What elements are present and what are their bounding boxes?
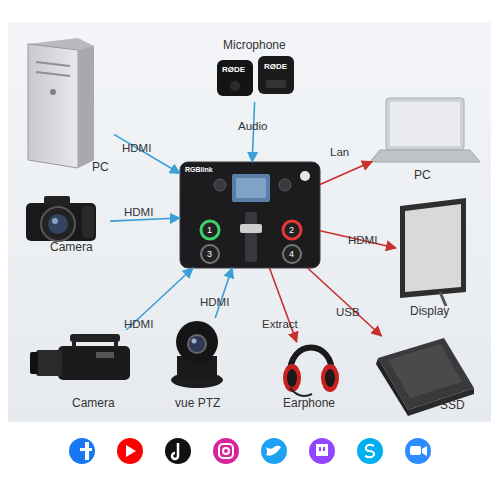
pc-tower <box>28 38 94 168</box>
tablet-display <box>400 198 466 306</box>
connection-label: Audio <box>238 120 267 133</box>
pc-node: PC <box>18 36 114 176</box>
device-caption: Display <box>410 304 449 318</box>
brand-logo: RGBlink <box>185 166 213 174</box>
signal-arrow <box>308 268 382 336</box>
ssd-node: SSD <box>372 336 478 416</box>
camera-node: Camera <box>28 330 134 414</box>
connection-label: Lan <box>330 146 349 159</box>
device-caption: Earphone <box>283 396 335 410</box>
signal-arrow <box>114 134 180 173</box>
button-number: 4 <box>289 249 294 259</box>
video-switcher <box>180 162 320 268</box>
ssd-drive <box>376 338 474 416</box>
ptz-node: vue PTZ <box>168 318 230 414</box>
display-node: Display <box>396 196 476 318</box>
wireless-microphones <box>217 56 294 96</box>
laptop <box>370 98 480 162</box>
connection-label: HDMI <box>200 296 229 309</box>
device-caption: SSD <box>440 398 465 412</box>
pc-node: PC <box>372 92 480 184</box>
signal-arrow <box>215 268 232 318</box>
ptz-camera <box>171 321 223 388</box>
brand-label: RØDE <box>222 65 245 75</box>
device-caption: PC <box>92 160 109 174</box>
connection-label: USB <box>336 306 360 319</box>
device-caption: Camera <box>50 240 93 254</box>
dslr-camera <box>26 196 96 241</box>
camcorder <box>30 334 130 380</box>
button-number: 1 <box>207 225 212 235</box>
signal-arrow <box>320 231 396 248</box>
connection-label: Extract <box>262 318 298 331</box>
button-number: 2 <box>289 225 294 235</box>
button-number: 3 <box>207 249 212 259</box>
device-caption: PC <box>414 168 431 182</box>
brand-label: RØDE <box>264 62 287 72</box>
device-caption: Microphone <box>223 38 286 52</box>
device-caption: Camera <box>72 396 115 410</box>
signal-arrow <box>320 162 372 185</box>
signal-arrow <box>110 218 180 221</box>
device-caption: vue PTZ <box>175 396 220 410</box>
headset <box>283 348 339 397</box>
connection-label: HDMI <box>348 234 377 247</box>
backdrop <box>8 22 491 422</box>
earphone-node: Earphone <box>280 342 340 414</box>
camera-node: Camera <box>20 192 110 254</box>
connection-label: HDMI <box>124 318 153 331</box>
connection-label: HDMI <box>124 206 153 219</box>
connection-label: HDMI <box>122 142 151 155</box>
social-icons <box>69 438 431 464</box>
switcher-node: RGBlink <box>180 162 320 268</box>
signal-arrow <box>270 268 297 342</box>
